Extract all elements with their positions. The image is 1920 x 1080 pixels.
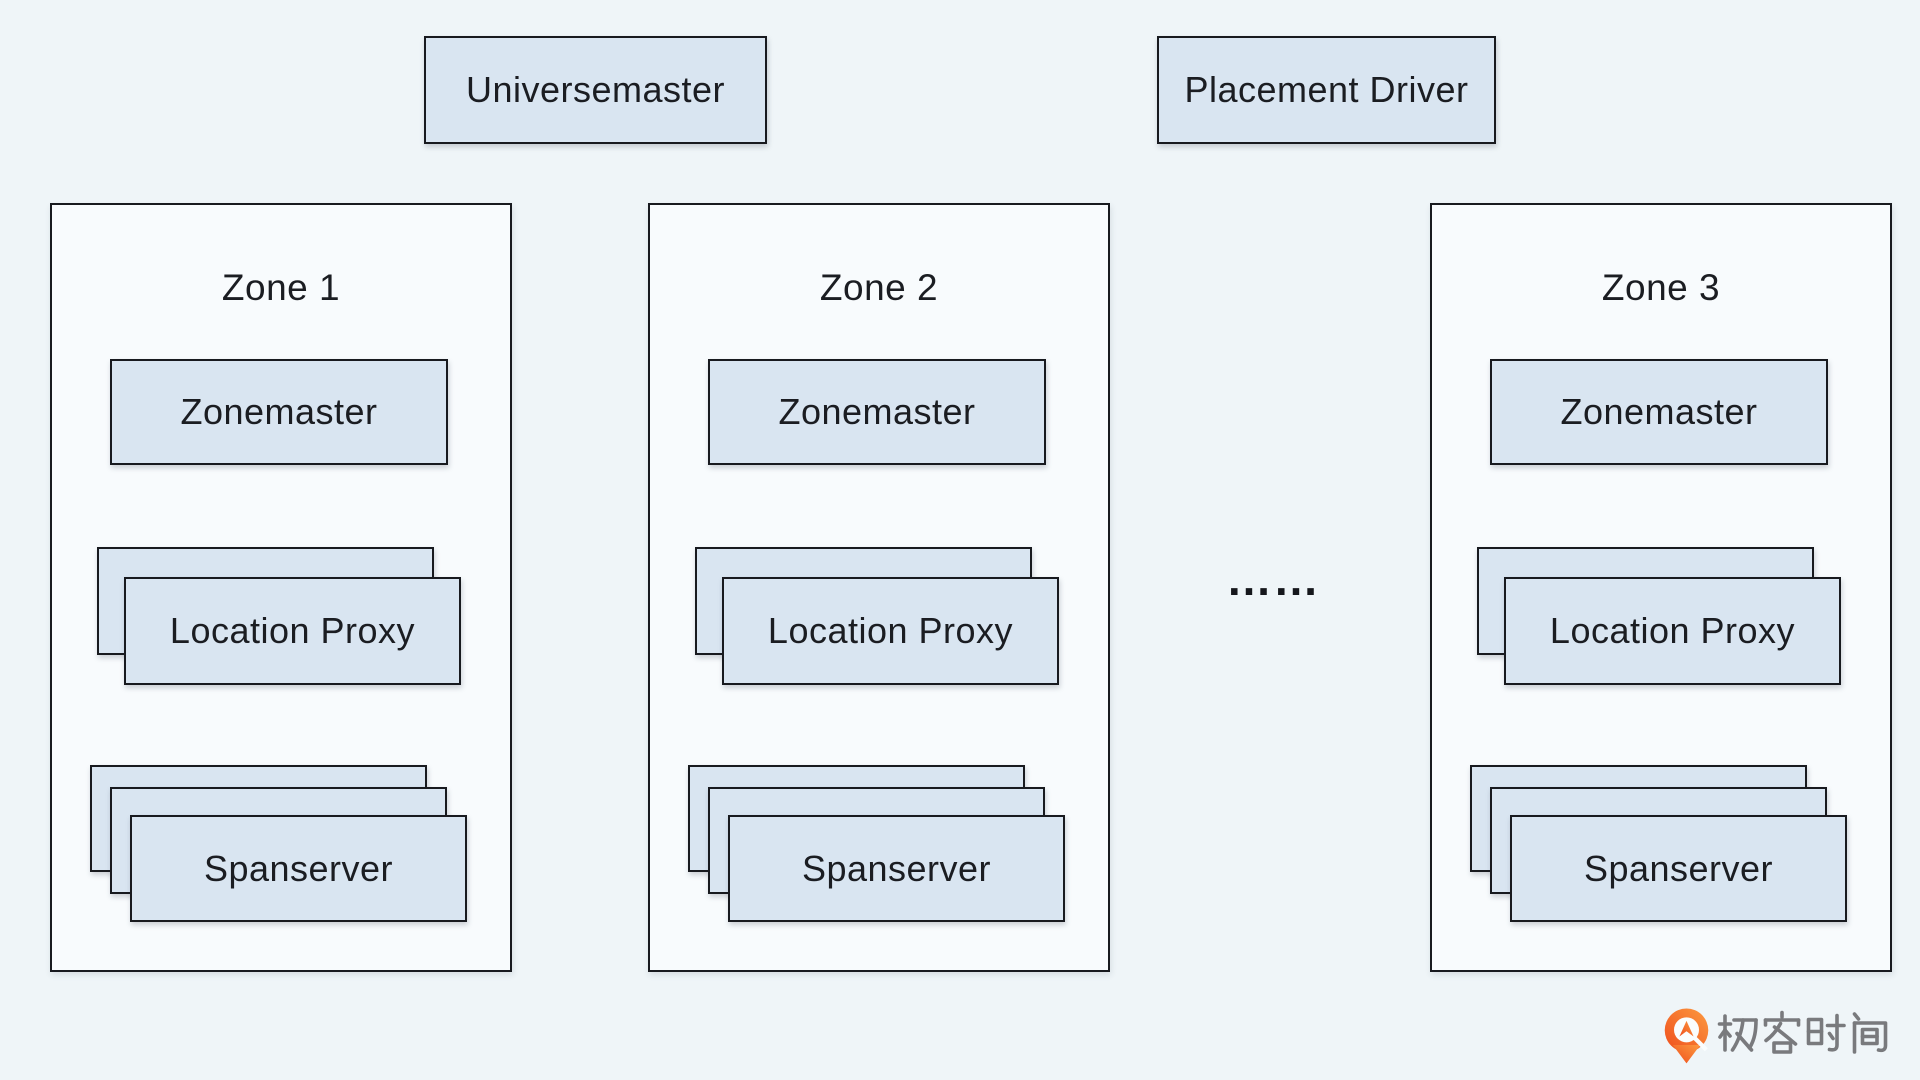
zone-3-location-proxy-box-front: Location Proxy <box>1504 577 1841 685</box>
zone-3-zonemaster-label: Zonemaster <box>1560 391 1758 432</box>
placement-driver-box: Placement Driver <box>1157 36 1496 144</box>
glyph-jian-icon <box>1852 1012 1888 1054</box>
placement-driver-label: Placement Driver <box>1184 69 1469 110</box>
zone-3-location-proxy-label: Location Proxy <box>1549 610 1796 651</box>
glyph-ke-icon <box>1763 1010 1801 1054</box>
glyph-shi-icon <box>1806 1013 1846 1052</box>
zone-1-title: Zone 1 <box>221 267 341 308</box>
zone-1-location-proxy-box-front: Location Proxy <box>124 577 461 685</box>
zone-3-container: Zone 3 Zonemaster Location Proxy Spanser… <box>1430 203 1892 972</box>
geektime-wordmark <box>1717 1010 1891 1054</box>
zone-2-location-proxy-label: Location Proxy <box>767 610 1014 651</box>
zone-3-spanserver-box-front: Spanserver <box>1510 815 1847 922</box>
zone-2-spanserver-box-front: Spanserver <box>728 815 1065 922</box>
zone-1-zonemaster-label: Zonemaster <box>180 391 378 432</box>
zone-2-zonemaster-box: Zonemaster <box>708 359 1046 465</box>
zone-1-container: Zone 1 Zonemaster Location Proxy Spanser… <box>50 203 512 972</box>
zone-1-spanserver-box-front: Spanserver <box>130 815 467 922</box>
zone-3-title: Zone 3 <box>1601 267 1721 308</box>
zones-ellipsis: …… <box>1226 553 1320 605</box>
zone-2-title: Zone 2 <box>819 267 939 308</box>
universemaster-box: Universemaster <box>424 36 767 144</box>
zone-3-zonemaster-box: Zonemaster <box>1490 359 1828 465</box>
zone-2-spanserver-label: Spanserver <box>801 847 992 889</box>
glyph-ji-icon <box>1717 1014 1758 1052</box>
zone-2-container: Zone 2 Zonemaster Location Proxy Spanser… <box>648 203 1110 972</box>
zone-2-zonemaster-label: Zonemaster <box>778 391 976 432</box>
universemaster-label: Universemaster <box>465 69 726 110</box>
zone-3-spanserver-label: Spanserver <box>1583 847 1774 889</box>
zone-1-spanserver-label: Spanserver <box>203 847 394 889</box>
zone-1-location-proxy-label: Location Proxy <box>169 610 416 651</box>
geektime-logo <box>1660 1006 1891 1065</box>
zone-2-location-proxy-box-front: Location Proxy <box>722 577 1059 685</box>
geektime-pin-icon <box>1664 1008 1709 1064</box>
zone-1-zonemaster-box: Zonemaster <box>110 359 448 465</box>
